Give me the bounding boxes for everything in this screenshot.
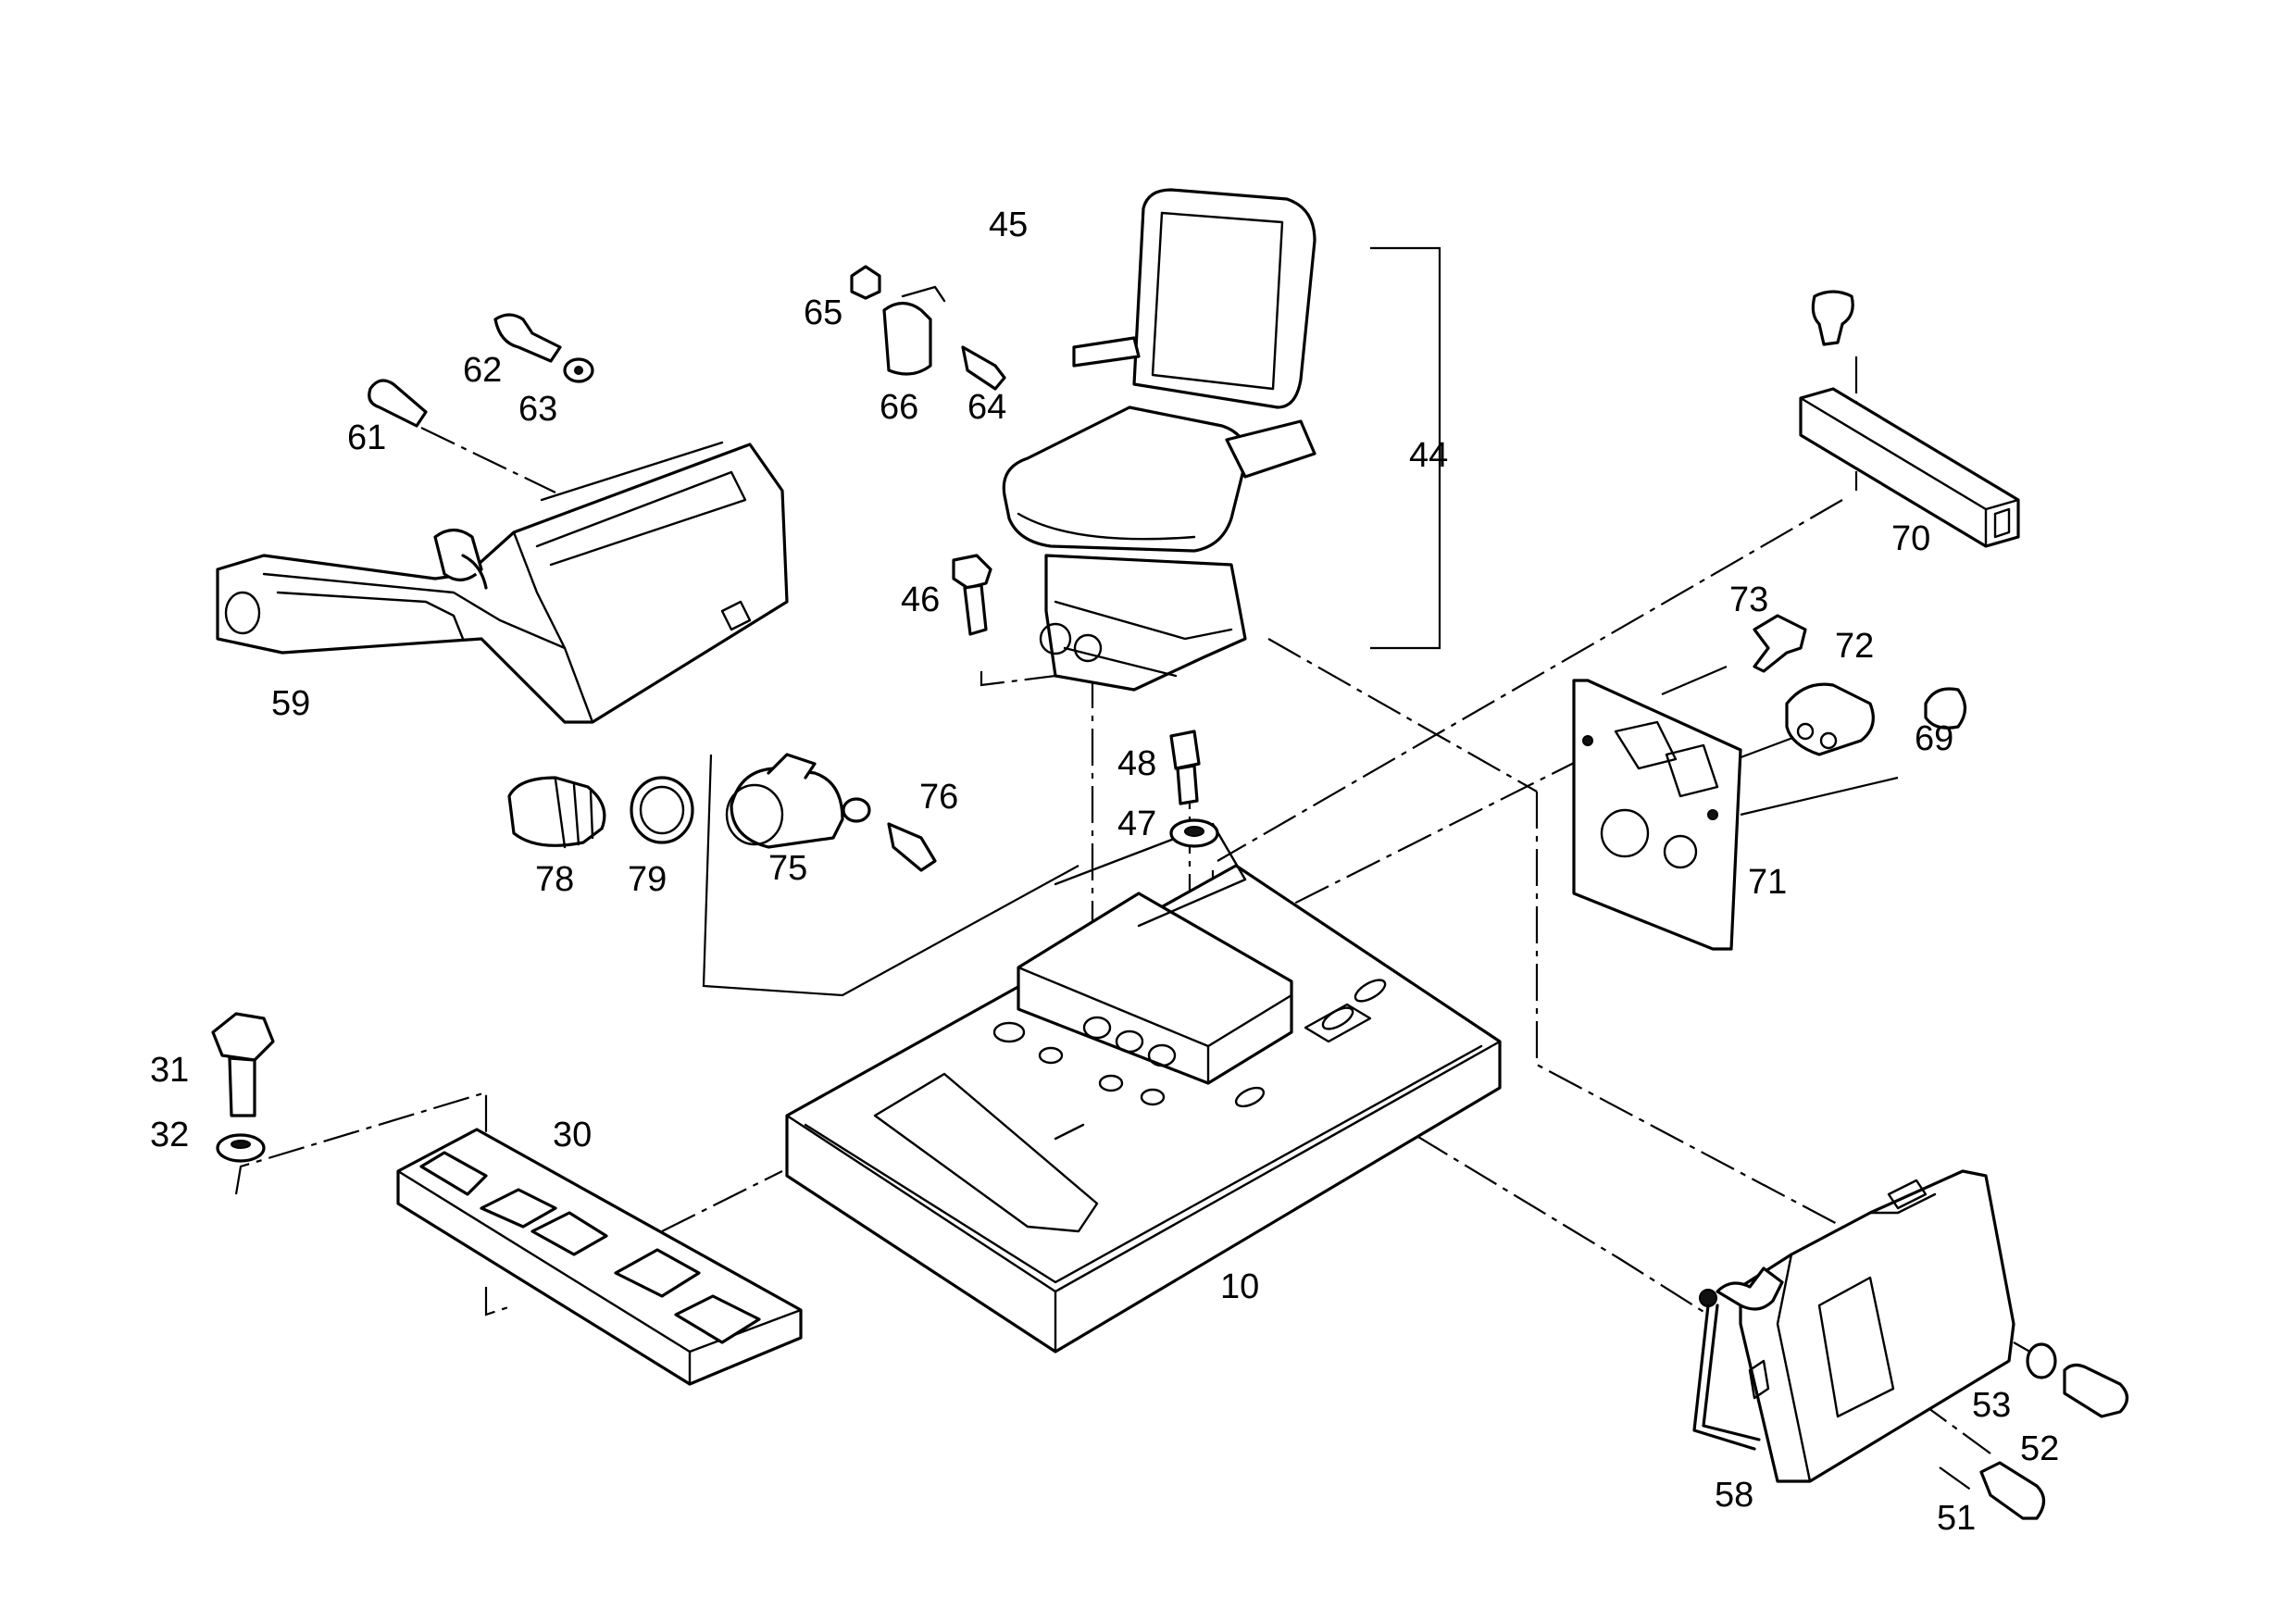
label-59: 59 — [271, 684, 310, 723]
square-tube — [1799, 387, 2020, 548]
label-32: 32 — [150, 1116, 189, 1154]
label-10: 10 — [1220, 1267, 1259, 1306]
label-58: 58 — [1715, 1476, 1753, 1515]
label-79: 79 — [628, 860, 667, 899]
label-72: 72 — [1835, 627, 1874, 666]
label-45: 45 — [989, 206, 1028, 244]
label-47: 47 — [1117, 805, 1156, 843]
label-76: 76 — [919, 778, 958, 817]
label-62: 62 — [463, 351, 502, 390]
left-console — [216, 441, 789, 724]
label-44: 44 — [1409, 436, 1448, 475]
hardware — [211, 265, 2129, 1520]
label-70: 70 — [1891, 519, 1930, 558]
label-66: 66 — [880, 388, 918, 427]
pedal-plate — [396, 1128, 803, 1386]
operator-seat — [1002, 188, 1316, 692]
label-61: 61 — [347, 418, 386, 457]
label-30: 30 — [553, 1116, 592, 1154]
label-69: 69 — [1915, 719, 1953, 758]
part-labels: 10 30 31 32 44 45 46 47 48 51 52 53 58 5… — [150, 206, 2059, 1538]
label-78: 78 — [535, 860, 574, 899]
base-frame — [785, 864, 1502, 1354]
seat-pedestal-box — [992, 822, 1293, 1108]
label-75: 75 — [768, 849, 807, 888]
label-64: 64 — [967, 388, 1006, 427]
label-52: 52 — [2020, 1429, 2059, 1468]
seat-assembly-bracket — [1370, 246, 1441, 650]
label-63: 63 — [518, 390, 557, 429]
label-65: 65 — [804, 293, 842, 332]
switch-panel — [1572, 679, 1742, 951]
right-console — [1692, 1169, 2015, 1483]
label-53: 53 — [1972, 1386, 2011, 1425]
label-46: 46 — [901, 580, 940, 619]
label-51: 51 — [1937, 1499, 1976, 1538]
label-48: 48 — [1117, 744, 1156, 783]
label-73: 73 — [1729, 580, 1768, 619]
label-71: 71 — [1748, 863, 1787, 902]
label-31: 31 — [150, 1051, 189, 1090]
